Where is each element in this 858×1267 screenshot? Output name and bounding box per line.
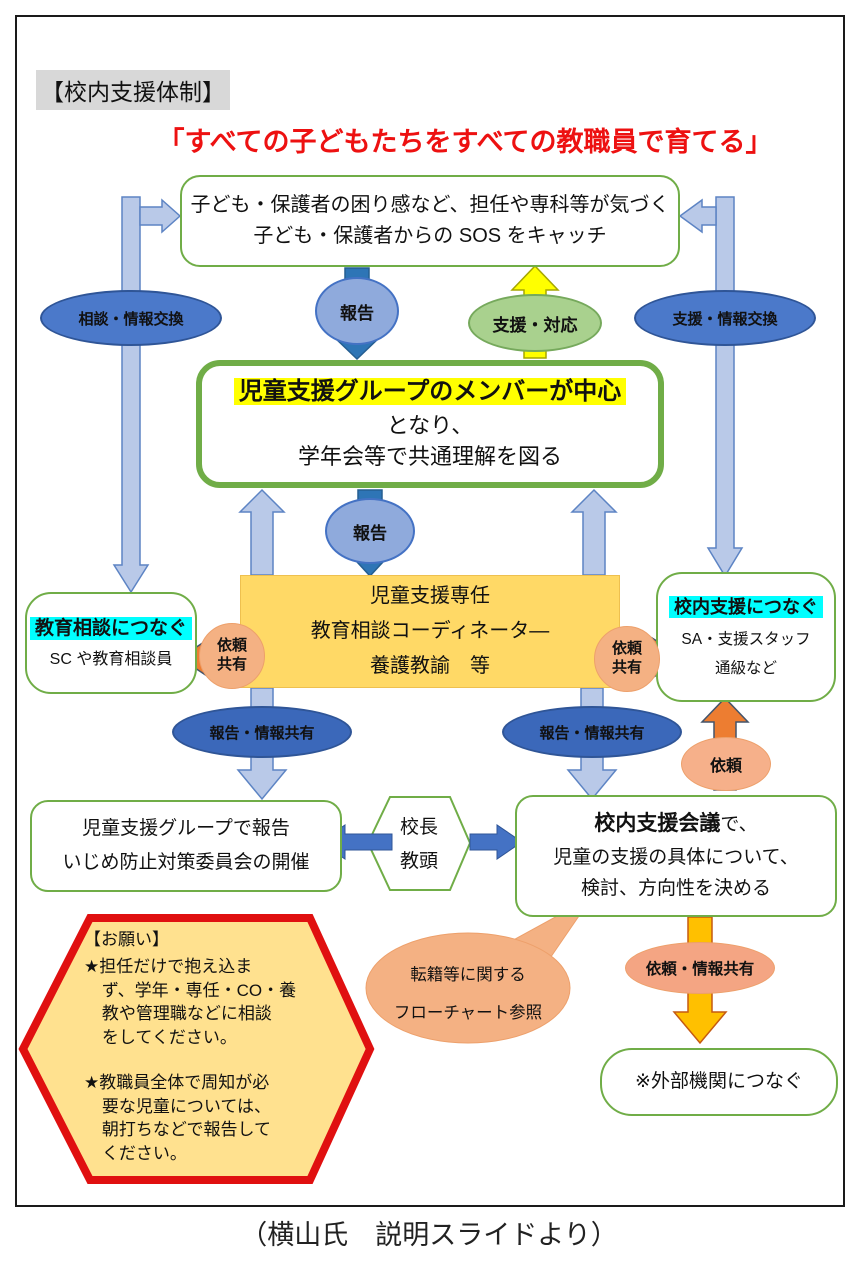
request-info-share-oval: 依頼・情報共有: [625, 942, 775, 994]
section-tag: 【校内支援体制】: [36, 70, 230, 110]
request-hexagon-para2: ★教職員全体で周知が必 要な児童については、 朝打ちなどで報告して ください。: [84, 1073, 271, 1163]
staff-box: 児童支援専任 教育相談コーディネータ― 養護教諭 等: [240, 575, 620, 688]
outer-border: [15, 15, 845, 1207]
speech-bubble-label: 転籍等に関する フローチャート参照: [368, 957, 568, 1033]
consult-exchange-oval: 相談・情報交換: [40, 290, 222, 346]
request-share-right-circle: 依頼 共有: [594, 626, 660, 692]
meeting-line2: 児童の支援の具体について、: [553, 846, 799, 868]
staff-line1: 児童支援専任: [370, 585, 490, 607]
principal-line1: 校長: [399, 816, 438, 838]
group-report-line1: 児童支援グループで報告: [82, 817, 290, 839]
arrow-right-elbow-left-icon: [678, 198, 717, 234]
school-support-box: 校内支援につなぐ SA・支援スタッフ 通級など: [656, 572, 836, 702]
core-line3: 学年会等で共通理解を図る: [297, 444, 562, 470]
request-share-left-circle: 依頼 共有: [199, 623, 265, 689]
report-top-oval: 報告: [315, 277, 399, 345]
arrow-up-right-icon: [570, 488, 618, 576]
support-response-oval: 支援・対応: [468, 294, 602, 352]
staff-line2: 教育相談コーディネータ―: [310, 620, 550, 642]
bubble-line1: 転籍等に関する: [410, 966, 526, 984]
awareness-line1: 子ども・保護者の困り感など、担任や専科等が気づく: [190, 194, 670, 216]
principal-hexagon-label: 校長 教頭: [369, 801, 469, 889]
report-share-left-oval: 報告・情報共有: [172, 706, 352, 758]
staff-line3: 養護教諭 等: [370, 655, 490, 677]
group-report-box: 児童支援グループで報告 いじめ防止対策委員会の開催: [30, 800, 342, 892]
school-support-line2: SA・支援スタッフ: [681, 630, 811, 648]
awareness-box: 子ども・保護者の困り感など、担任や専科等が気づく 子ども・保護者からの SOS …: [180, 175, 680, 267]
request-hexagon-shape: [18, 914, 375, 1184]
report-share-right-oval: 報告・情報共有: [502, 706, 682, 758]
core-line2: となり、: [386, 412, 474, 438]
request-hexagon-label: 【お願い】 ★担任だけで抱え込ま ず、学年・専任・CO・養 教や管理職などに相談…: [84, 928, 316, 1187]
arrow-left-vertical-down-icon: [112, 196, 150, 594]
arrow-right-vertical-down-icon: [706, 196, 744, 578]
speech-bubble-body: [365, 932, 571, 1044]
meeting-line3: 検討、方向性を決める: [580, 878, 771, 900]
awareness-line2: 子ども・保護者からの SOS をキャッチ: [253, 225, 607, 247]
bubble-line2: フローチャート参照: [393, 1003, 543, 1022]
core-highlight: 児童支援グループのメンバーが中心: [233, 375, 627, 410]
request-hexagon-title: 【お願い】: [84, 930, 169, 949]
core-box: 児童支援グループのメンバーが中心 となり、 学年会等で共通理解を図る: [196, 360, 664, 488]
slogan-title: 「すべての子どもたちをすべての教職員で育てる」: [157, 127, 773, 157]
caption: （横山氏 説明スライドより）: [240, 1220, 618, 1250]
meeting-line1: 校内支援会議で、: [594, 812, 758, 836]
arrow-principal-right-icon: [469, 824, 523, 860]
request-hexagon-para1: ★担任だけで抱え込ま ず、学年・専任・CO・養 教や管理職などに相談 をしてくだ…: [84, 957, 297, 1047]
meeting-box: 校内支援会議で、 児童の支援の具体について、 検討、方向性を決める: [515, 795, 837, 917]
arrow-left-elbow-right-icon: [139, 198, 182, 234]
school-support-line3: 通級など: [714, 660, 777, 678]
group-report-line2: いじめ防止対策委員会の開催: [62, 852, 310, 873]
support-exchange-oval: 支援・情報交換: [634, 290, 816, 346]
arrow-up-left-icon: [238, 488, 286, 576]
report-mid-oval: 報告: [325, 498, 415, 564]
external-box: ※外部機関につなぐ: [600, 1048, 838, 1116]
counsel-line2: SC や教育相談員: [49, 650, 173, 668]
principal-line2: 教頭: [399, 851, 438, 872]
request-oval: 依頼: [681, 737, 771, 791]
school-support-highlight: 校内支援につなぐ: [669, 590, 823, 624]
counsel-box: 教育相談につなぐ SC や教育相談員: [25, 592, 197, 694]
counsel-highlight: 教育相談につなぐ: [29, 612, 192, 646]
